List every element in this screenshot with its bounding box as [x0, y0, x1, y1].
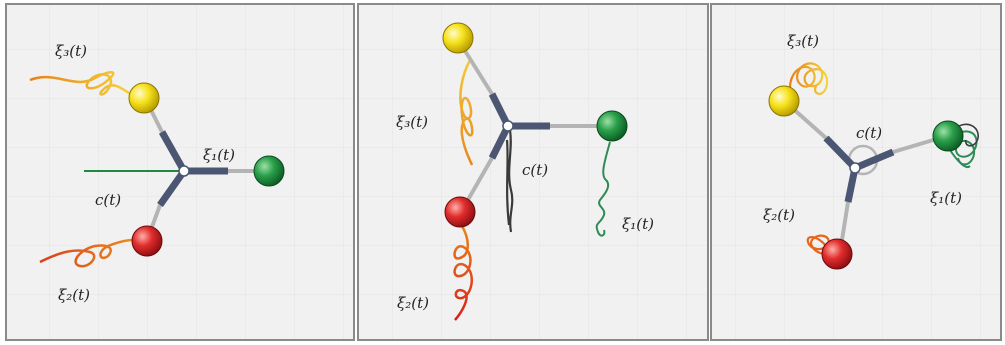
label-xi2: ξ₂(t): [58, 286, 90, 304]
bond-xi3: [788, 104, 828, 140]
bond-xi3: [460, 44, 494, 96]
arm-xi3: [488, 92, 512, 128]
label-c: c(t): [522, 161, 548, 179]
center-node: [502, 120, 514, 132]
label-xi1: ξ₁(t): [930, 189, 962, 207]
trail-xi3: [459, 59, 474, 166]
label-xi3: ξ₃(t): [55, 42, 87, 60]
trail-xi1-dark: [955, 123, 979, 147]
bond-xi2: [840, 201, 850, 241]
label-xi1: ξ₁(t): [622, 215, 654, 233]
panel-1: ξ₃(t) ξ₁(t) c(t) ξ₂(t): [5, 3, 355, 341]
label-xi2: ξ₂(t): [763, 206, 795, 224]
label-xi3: ξ₃(t): [396, 113, 428, 131]
sphere-red: [444, 196, 476, 228]
center-node: [178, 165, 190, 177]
trail-xi2: [453, 225, 474, 321]
arm-xi3: [158, 130, 188, 173]
sphere-yellow: [442, 22, 474, 54]
center-node: [849, 162, 861, 174]
panel-3: ξ₃(t) c(t) ξ₂(t) ξ₁(t): [710, 3, 1002, 341]
label-xi1: ξ₁(t): [203, 146, 235, 164]
arm-xi2: [157, 168, 187, 208]
bond-xi1: [892, 136, 941, 154]
label-c: c(t): [95, 191, 121, 209]
sphere-yellow: [128, 82, 160, 114]
arm-xi1: [853, 148, 895, 172]
sphere-red: [821, 238, 853, 270]
arm-xi3: [823, 135, 858, 171]
bond-xi2: [463, 157, 494, 206]
sphere-green: [596, 110, 628, 142]
sphere-red: [131, 225, 163, 257]
trail-xi1: [595, 141, 611, 237]
trail-c: [505, 129, 514, 233]
sphere-yellow: [768, 85, 800, 117]
arm-xi2: [488, 124, 512, 160]
trail-xi3: [29, 71, 134, 97]
arm-xi2: [844, 167, 859, 203]
sphere-green: [253, 155, 285, 187]
panel-2-grid: [359, 5, 707, 339]
panel-2: ξ₃(t) c(t) ξ₁(t) ξ₂(t): [357, 3, 709, 341]
label-c: c(t): [856, 124, 882, 142]
trail-xi2: [39, 238, 134, 268]
sphere-green: [932, 120, 964, 152]
label-xi2: ξ₂(t): [397, 294, 429, 312]
label-xi3: ξ₃(t): [787, 32, 819, 50]
trail-xi3: [788, 62, 829, 95]
